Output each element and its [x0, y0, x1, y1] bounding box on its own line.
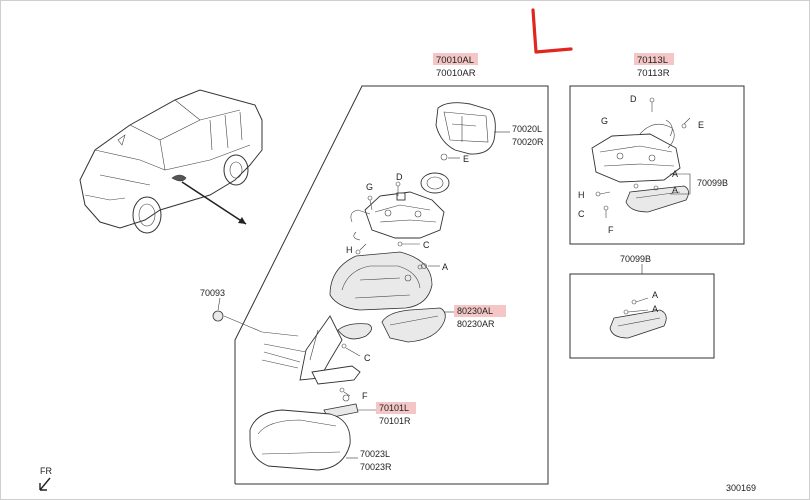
side-assembly-box [569, 85, 745, 245]
label-glass-r: 70020R [512, 137, 544, 147]
fr-label: FR [40, 466, 52, 476]
label-cap-l: 70023L [360, 449, 390, 459]
letter-f: F [362, 391, 368, 401]
mirror-glass-part [435, 102, 510, 155]
cover-set-box [569, 264, 715, 359]
letter-a: A [442, 262, 448, 272]
letter-side-d: D [630, 94, 637, 104]
letter-side-c: C [578, 209, 585, 219]
letter-side-h: H [578, 190, 585, 200]
letter-box-a1: A [652, 290, 658, 300]
letter-d: D [396, 172, 403, 182]
letter-e: E [463, 154, 469, 164]
label-base-r: 70101R [379, 416, 411, 426]
letter-side-f: F [608, 225, 614, 235]
letter-side-a1: A [672, 169, 678, 179]
letter-box-a2: A [652, 304, 658, 314]
label-base-l: 70101L [379, 403, 409, 413]
clip-part [212, 297, 299, 337]
vehicle-illustration [79, 89, 263, 234]
letter-side-a2: A [672, 185, 678, 195]
mirror-housing-part [329, 251, 454, 343]
label-side-right: 70113R [637, 68, 670, 79]
side-actuator-part [591, 97, 691, 218]
main-assembly-box [234, 85, 549, 485]
mirror-actuator-part [350, 153, 450, 241]
figure-code: 300169 [726, 483, 756, 493]
label-lamp-r: 80230AR [457, 319, 495, 329]
label-cap-r: 70023R [360, 462, 392, 472]
label-cover-set-box: 70099B [620, 254, 651, 264]
label-side-left: 70113L [637, 55, 668, 66]
letter-h: H [346, 245, 353, 255]
label-main-left: 70010AL [436, 55, 474, 66]
label-clip: 70093 [200, 288, 225, 298]
mirror-cap-part [249, 409, 358, 471]
handwritten-l-mark [531, 8, 573, 54]
label-main-right: 70010AR [436, 68, 476, 79]
fasteners-main [339, 157, 460, 397]
highlight-70010al [433, 53, 478, 65]
label-lamp-l: 80230AL [457, 306, 493, 316]
letter-side-g: G [601, 116, 608, 126]
letter-g: G [366, 182, 373, 192]
label-cover-set: 70099B [697, 178, 728, 188]
letter-c: C [423, 240, 430, 250]
highlight-80230al [454, 305, 506, 317]
mirror-base-part [261, 315, 376, 419]
highlight-70113l [634, 53, 674, 65]
letter-side-e: E [698, 120, 704, 130]
letter-c-2: C [364, 353, 371, 363]
front-direction-marker: FR [39, 466, 52, 491]
label-glass-l: 70020L [512, 124, 542, 134]
highlight-70101l [376, 402, 416, 414]
